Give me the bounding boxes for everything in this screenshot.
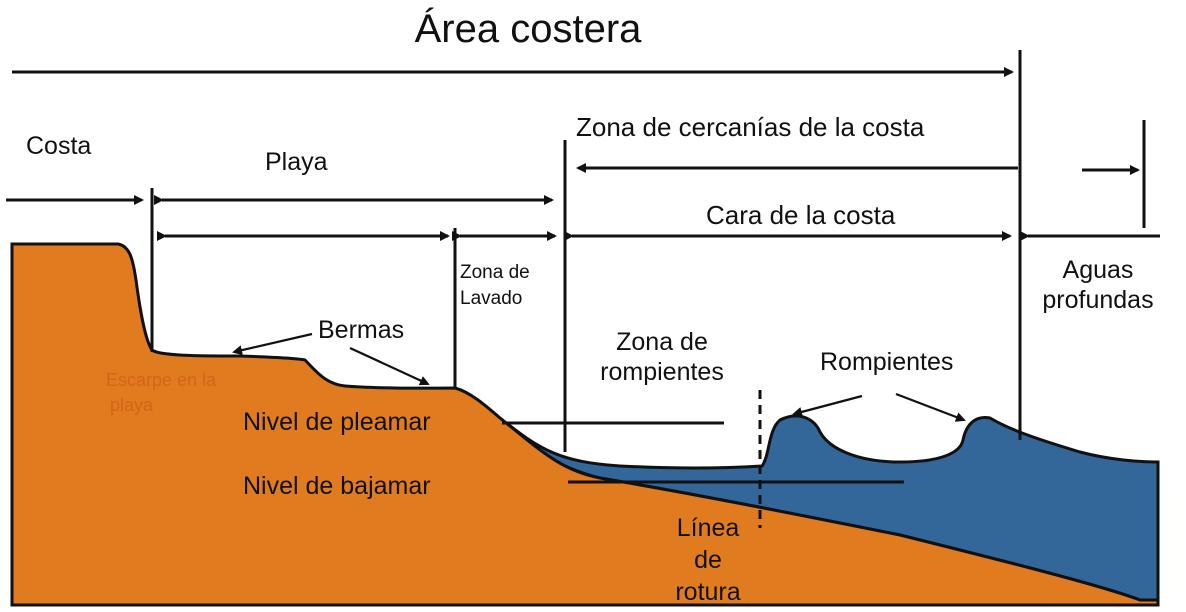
label-profundas: profundas bbox=[1042, 286, 1153, 314]
label-bajamar: Nivel de bajamar bbox=[243, 472, 431, 500]
label-aguas: Aguas bbox=[1063, 256, 1134, 284]
label-escarpe-2: playa bbox=[110, 395, 154, 415]
label-pleamar: Nivel de pleamar bbox=[243, 408, 431, 436]
label-zona-rompientes-2: rompientes bbox=[600, 358, 724, 386]
label-linea-2: de bbox=[694, 546, 722, 574]
label-zona-rompientes-1: Zona de bbox=[616, 328, 708, 356]
label-cara-costa: Cara de la costa bbox=[706, 200, 896, 230]
label-escarpe-1: Escarpe en la bbox=[106, 370, 217, 390]
label-bermas: Bermas bbox=[318, 316, 404, 344]
label-zona-cercanias: Zona de cercanías de la costa bbox=[576, 112, 925, 142]
bermas-arrow-upper bbox=[232, 332, 313, 356]
rompientes-arrow-left bbox=[792, 394, 863, 417]
label-playa: Playa bbox=[265, 148, 328, 176]
label-linea-3: rotura bbox=[675, 578, 740, 606]
title: Área costera bbox=[415, 6, 643, 51]
label-costa: Costa bbox=[26, 132, 91, 160]
rompientes-arrow-right bbox=[895, 392, 966, 422]
label-zona-lavado-1: Zona de bbox=[460, 262, 530, 283]
label-zona-lavado-2: Lavado bbox=[460, 288, 522, 309]
label-linea-1: Línea bbox=[677, 514, 740, 542]
bermas-arrow-lower bbox=[349, 347, 430, 386]
label-rompientes: Rompientes bbox=[820, 348, 953, 376]
